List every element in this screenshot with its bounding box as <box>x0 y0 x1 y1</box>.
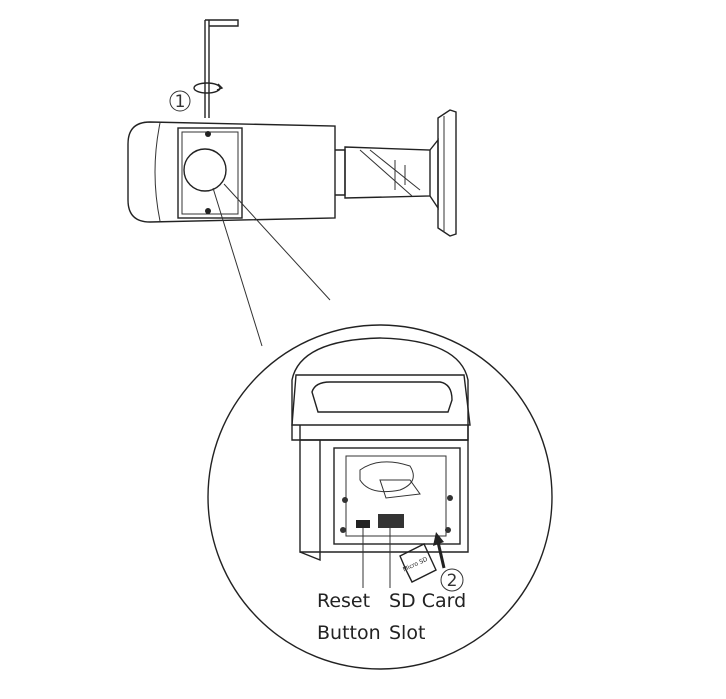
svg-text:Slot: Slot <box>389 622 425 644</box>
svg-text:Button: Button <box>317 622 381 644</box>
insert-arrow-icon <box>433 532 446 569</box>
step-2-callout: 2 <box>440 568 464 592</box>
sd-card-slot-label: SD Card Slot <box>389 590 466 644</box>
leader-lines <box>362 528 391 588</box>
bullet-camera <box>127 109 457 237</box>
svg-text:Micro SD: Micro SD <box>402 556 429 574</box>
magnified-view-circle <box>207 324 553 670</box>
camera-closeup <box>291 337 471 562</box>
micro-sd-card-icon: Micro SD <box>399 543 437 583</box>
step-1-callout: 1 <box>169 90 191 112</box>
allen-key-icon <box>193 19 239 118</box>
svg-text:1: 1 <box>175 92 186 112</box>
svg-text:Reset: Reset <box>317 590 370 612</box>
svg-text:SD Card: SD Card <box>389 590 466 612</box>
svg-text:2: 2 <box>447 571 458 591</box>
reset-button-label: Reset Button <box>317 590 381 644</box>
zoom-lines <box>212 183 331 347</box>
